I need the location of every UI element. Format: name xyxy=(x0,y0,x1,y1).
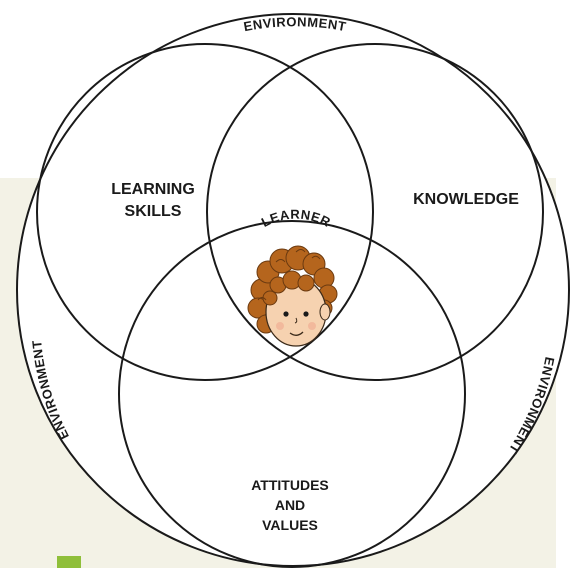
child-face-icon xyxy=(247,245,338,347)
attitudes-label-line1: ATTITUDES xyxy=(251,477,329,493)
attitudes-label-line2: AND xyxy=(275,497,305,513)
learner-label: LEARNER xyxy=(259,207,333,230)
knowledge-label: KNOWLEDGE xyxy=(413,191,519,208)
green-marker xyxy=(57,556,81,568)
environment-label-top: ENVIRONMENT xyxy=(242,14,347,34)
knowledge-circle xyxy=(206,43,544,381)
learning-skills-label-line2: SKILLS xyxy=(125,203,182,220)
attitudes-label-line3: VALUES xyxy=(262,517,318,533)
learning-skills-label-line1: LEARNING xyxy=(111,181,195,198)
attitudes-values-circle xyxy=(118,220,466,568)
learning-skills-circle xyxy=(36,43,374,381)
